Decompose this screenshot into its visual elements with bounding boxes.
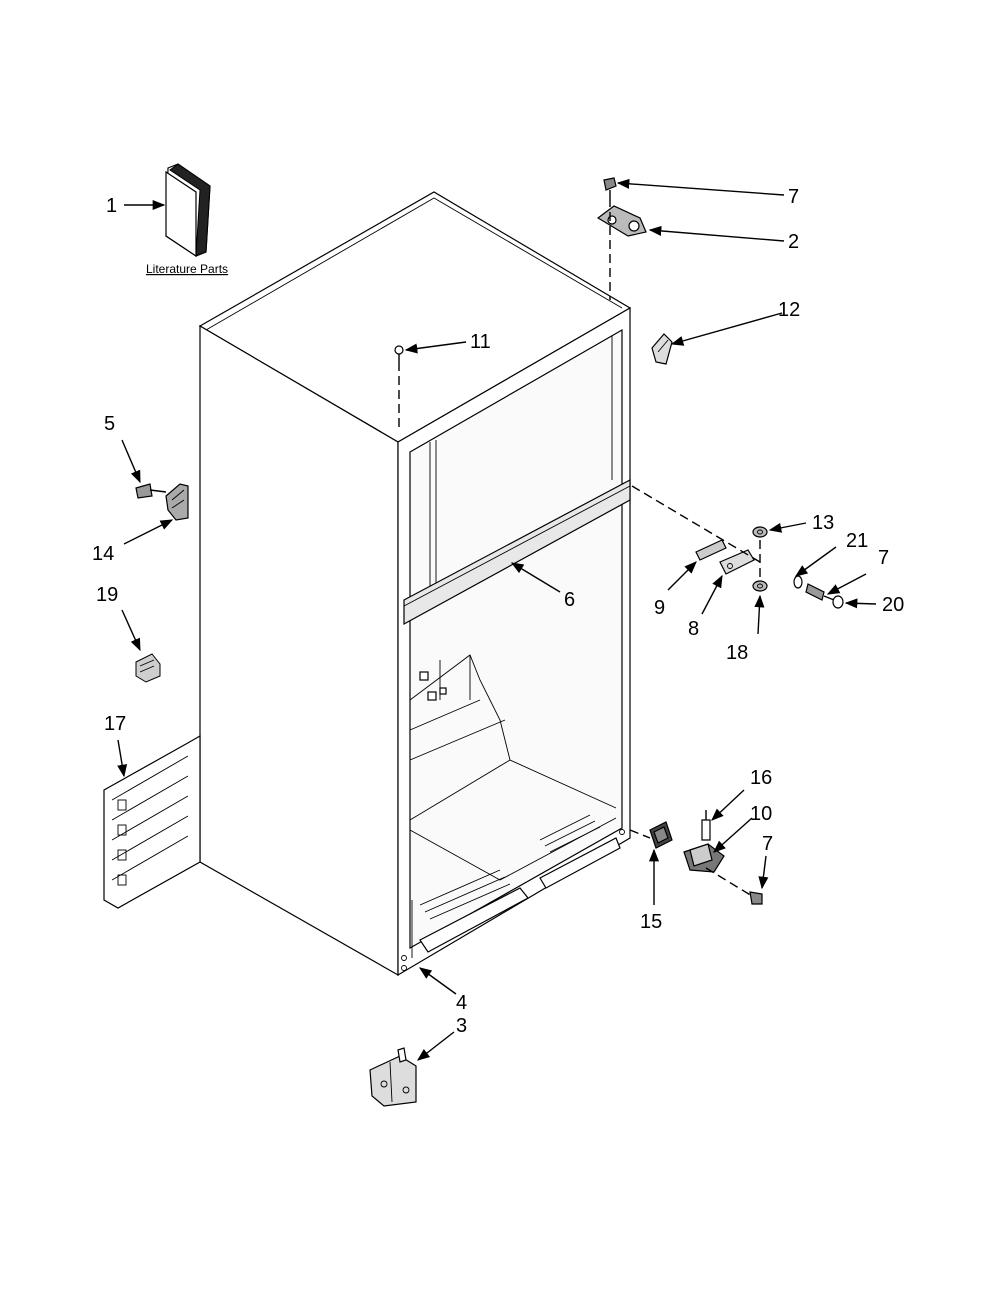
- callout-11: 11: [470, 331, 491, 353]
- callout-10: 10: [750, 803, 772, 825]
- leader-arrows: [117, 178, 877, 1061]
- literature-parts-book: [165, 163, 211, 258]
- callout-7-top: 7: [788, 186, 799, 208]
- assembly-lines: [398, 198, 761, 897]
- hinge-cover: [651, 333, 673, 365]
- callout-8: 8: [688, 618, 699, 640]
- callout-18: 18: [726, 642, 748, 664]
- hinge-bracket-8: [719, 549, 755, 575]
- callout-16: 16: [750, 767, 772, 789]
- callout-13: 13: [812, 512, 834, 534]
- callout-17: 17: [104, 713, 126, 735]
- leveling-leg: [369, 1047, 417, 1107]
- plug-icon: [394, 345, 404, 362]
- callout-19: 19: [96, 584, 118, 606]
- callout-9: 9: [654, 597, 665, 619]
- refrigerator-cabinet: [198, 191, 632, 977]
- callout-7-bottom: 7: [762, 833, 773, 855]
- callout-3: 3: [456, 1015, 467, 1037]
- washer-18-icon: [752, 580, 768, 592]
- callout-20: 20: [882, 594, 904, 616]
- callout-5: 5: [104, 413, 115, 435]
- clip-icon: [135, 653, 161, 683]
- hinge-pin-icon: [701, 810, 711, 841]
- callout-4: 4: [456, 992, 467, 1014]
- screw-top-icon: [603, 177, 617, 198]
- callout-6: 6: [564, 589, 575, 611]
- washer-13-icon: [752, 526, 768, 538]
- literature-parts-label: Literature Parts: [146, 262, 228, 276]
- callout-labels: 1 2 3 4 5 6 7 7 7 8 9 10 11 12 13 14 15 …: [92, 186, 904, 1037]
- hinge-bracket-9: [695, 539, 727, 561]
- rear-access-panel: [103, 734, 201, 909]
- hinge-bolt-assembly: [793, 575, 844, 609]
- callout-7-right: 7: [878, 547, 889, 569]
- callout-12: 12: [778, 299, 800, 321]
- callout-15: 15: [640, 911, 662, 933]
- callout-2: 2: [788, 231, 799, 253]
- callout-1: 1: [106, 195, 117, 217]
- top-hinge: [596, 205, 647, 237]
- callout-21: 21: [846, 530, 868, 552]
- screw-bottom-icon: [749, 891, 763, 905]
- callout-14: 14: [92, 543, 114, 565]
- side-bracket: [135, 483, 189, 521]
- bottom-spacer-block: [649, 821, 673, 849]
